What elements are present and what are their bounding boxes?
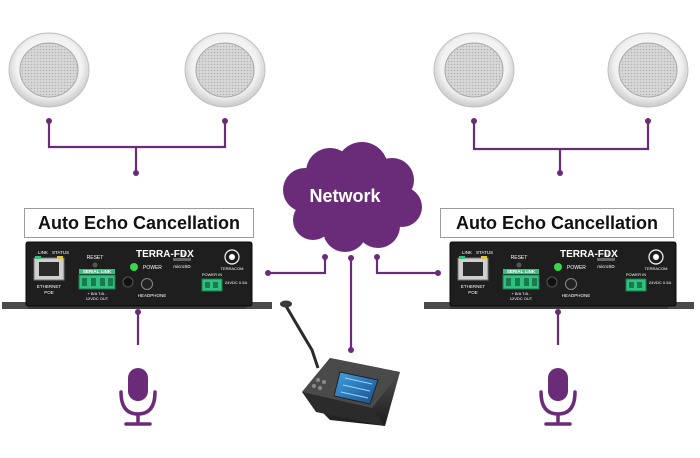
model-suffix: II	[606, 253, 610, 259]
ceiling-speaker-left-1	[8, 32, 90, 108]
serial-link-label: SERIAL LINK	[83, 269, 112, 274]
desk-paging-station-icon	[280, 300, 400, 426]
reset-label: RESET	[511, 255, 528, 261]
port-status-label: STATUS	[52, 250, 69, 255]
model-label: TERRA-FDX	[560, 249, 618, 260]
terra-fdx-device-left: LINK STATUS ETHERNET POE RESET SERIAL LI…	[2, 241, 272, 309]
ceiling-speaker-left-2	[184, 32, 266, 108]
headphone-label: HEADPHONE	[138, 293, 167, 298]
model-label: TERRA-FDX	[136, 249, 194, 260]
network-cloud-icon: Network	[283, 142, 422, 252]
port-poe-label: POE	[468, 290, 478, 295]
power-spec-label: 24VDC 0.5A	[225, 280, 248, 285]
connector-lines	[47, 121, 650, 350]
microsd-label: microSD	[173, 264, 191, 269]
microphone-icon-right	[539, 368, 577, 426]
left-unit-label: Auto Echo Cancellation	[24, 208, 254, 238]
serial-out-label: 12VDC OUT	[86, 296, 109, 301]
ceiling-speaker-right-2	[607, 32, 689, 108]
port-link-label: LINK	[462, 250, 472, 255]
brand-label: TERRACOM	[645, 266, 668, 271]
power-in-label: POWER IN	[626, 272, 646, 277]
brand-label: TERRACOM	[221, 266, 244, 271]
headphone-label: HEADPHONE	[562, 293, 591, 298]
terra-fdx-device-right: LINK STATUS ETHERNET POE RESET SERIAL LI…	[424, 241, 694, 309]
microsd-label: microSD	[597, 264, 615, 269]
port-ethernet-label: ETHERNET	[461, 284, 486, 289]
serial-pins-label: + B/A T/A -	[511, 291, 531, 296]
right-unit-label: Auto Echo Cancellation	[440, 208, 674, 238]
network-label: Network	[309, 186, 381, 206]
serial-pins-label: + B/A T/A -	[87, 291, 107, 296]
model-suffix: II	[182, 253, 186, 259]
port-poe-label: POE	[44, 290, 54, 295]
port-status-label: STATUS	[476, 250, 493, 255]
reset-label: RESET	[87, 255, 104, 261]
power-spec-label: 24VDC 0.5A	[649, 280, 672, 285]
connector-dots	[46, 118, 651, 353]
port-link-label: LINK	[38, 250, 48, 255]
power-label: POWER	[567, 265, 586, 271]
serial-link-label: SERIAL LINK	[507, 269, 536, 274]
microphone-icon-left	[119, 368, 157, 426]
ceiling-speaker-right-1	[433, 32, 515, 108]
power-label: POWER	[143, 265, 162, 271]
serial-out-label: 12VDC OUT	[510, 296, 533, 301]
port-ethernet-label: ETHERNET	[37, 284, 62, 289]
power-in-label: POWER IN	[202, 272, 222, 277]
